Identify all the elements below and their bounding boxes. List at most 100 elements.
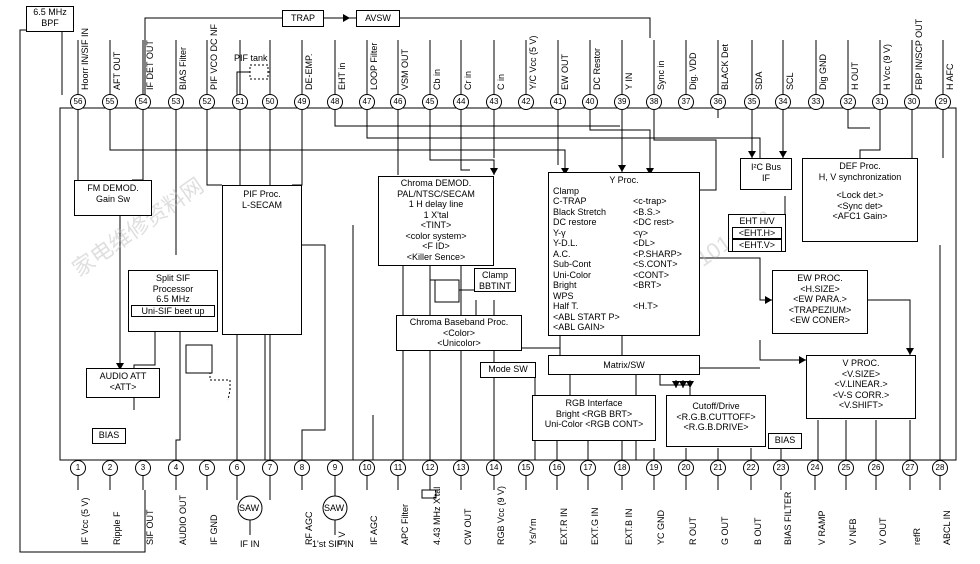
y-proc-control: <P.SHARP> xyxy=(633,248,682,259)
top-pin-40: 40 xyxy=(582,94,598,110)
top-pin-36: 36 xyxy=(710,94,726,110)
pif-proc-title: PIF Proc. xyxy=(243,189,281,199)
bottom-pin-label: APC Filter xyxy=(400,503,410,545)
ew-proc-line: EW PROC. xyxy=(797,273,843,283)
bias-block-left: BIAS xyxy=(92,428,126,444)
bottom-pin-label: ABCL IN xyxy=(942,510,952,545)
cutoff-drive-block: Cutoff/Drive <R.G.B.CUTTOFF> <R.G.B.DRIV… xyxy=(666,395,766,447)
top-pin-label: LOOP Filter xyxy=(369,42,379,90)
y-proc-control xyxy=(633,186,682,197)
bottom-pin-2: 2 xyxy=(102,460,118,476)
top-pin-label: Y/C Vcc (5 V) xyxy=(528,35,538,90)
clamp-block: Clamp BBTINT xyxy=(474,268,516,292)
trap-block: TRAP xyxy=(282,10,324,27)
top-pin-39: 39 xyxy=(614,94,630,110)
eht-title: EHT H/V xyxy=(739,216,775,226)
top-pin-label: SCL xyxy=(785,72,795,90)
bottom-pin-label: IF GND xyxy=(209,514,219,546)
bottom-pin-label: EXT.R IN xyxy=(559,507,569,545)
y-proc-function: Half T. xyxy=(553,301,579,311)
audio-att-sub: <ATT> xyxy=(109,381,137,392)
cutoff-title: Cutoff/Drive xyxy=(692,401,740,411)
top-pin-54: 54 xyxy=(135,94,151,110)
top-pin-label: C in xyxy=(496,73,506,90)
y-proc-control: <DL> xyxy=(633,238,656,248)
bottom-pin-label: AUDIO OUT xyxy=(178,494,188,545)
top-pin-51: 51 xyxy=(232,94,248,110)
ew-proc-line: <EW PARA.> xyxy=(793,294,847,304)
rgb-interface-title: RGB Interface xyxy=(565,398,623,408)
bottom-pin-6: 6 xyxy=(229,460,245,476)
y-proc-control: <CONT> xyxy=(633,269,670,280)
top-pin-38: 38 xyxy=(646,94,662,110)
bottom-pin-28: 28 xyxy=(932,460,948,476)
i2c-sub: IF xyxy=(762,172,770,183)
top-pin-34: 34 xyxy=(775,94,791,110)
def-proc-line: <Lock det.> xyxy=(836,190,884,200)
bottom-pin-label: RGB Vcc (9 V) xyxy=(496,485,506,545)
top-pin-43: 43 xyxy=(486,94,502,110)
top-pin-50: 50 xyxy=(262,94,278,110)
y-proc-function: Sub-Cont xyxy=(553,259,592,269)
y-proc-control: <B.S.> xyxy=(633,206,661,217)
if-in-label: IF IN xyxy=(240,539,260,549)
v-proc-line: <V-S CORR.> xyxy=(832,389,890,400)
bpf-label: BPF xyxy=(41,18,59,28)
top-pin-49: 49 xyxy=(294,94,310,110)
chroma-baseband-block: Chroma Baseband Proc. <Color> <Unicolor> xyxy=(396,315,522,351)
pif-proc-sub: L-SECAM xyxy=(241,199,282,210)
chroma-demod-line: <Killer Sence> xyxy=(406,251,466,262)
top-pin-label: BLACK Det xyxy=(720,43,730,90)
y-proc-function: Y-γ xyxy=(553,227,566,238)
y-proc-function: <ABL GAIN> xyxy=(553,322,605,332)
top-pin-label: DC Restor xyxy=(592,47,602,90)
top-pin-45: 45 xyxy=(422,94,438,110)
y-proc-function: Black Stretch xyxy=(553,206,607,217)
y-proc-control: <DC rest> xyxy=(633,217,675,227)
top-pin-label: PIF VCO DC NF xyxy=(209,23,219,90)
chroma-demod-line: <F ID> xyxy=(422,241,450,251)
bottom-pin-24: 24 xyxy=(807,460,823,476)
v-proc-block: V PROC. <V.SIZE> <V.LINEAR.> <V-S CORR.>… xyxy=(806,355,916,419)
def-proc-line: DEF Proc. xyxy=(839,161,881,171)
bottom-pin-26: 26 xyxy=(868,460,884,476)
bottom-pin-4: 4 xyxy=(168,460,184,476)
ic-outline xyxy=(59,107,957,461)
top-pin-53: 53 xyxy=(168,94,184,110)
bottom-pin-label: Ripple F xyxy=(112,511,122,545)
bottom-pin-label: SIF OUT xyxy=(145,509,155,546)
top-pin-label: AFT OUT xyxy=(112,51,122,90)
bottom-pin-22: 22 xyxy=(743,460,759,476)
top-pin-label: SDA xyxy=(754,71,764,90)
bottom-pin-13: 13 xyxy=(453,460,469,476)
fm-demod-block: FM DEMOD. Gain Sw xyxy=(74,180,152,216)
v-proc-line: <V.SIZE> xyxy=(841,368,881,379)
matrix-sw-block: Matrix/SW xyxy=(548,355,700,375)
y-proc-function: C-TRAP xyxy=(553,196,587,206)
eht-block: EHT H/V <EHT.H> <EHT.V> xyxy=(728,214,786,252)
bottom-pin-20: 20 xyxy=(678,460,694,476)
audio-att-title: AUDIO ATT xyxy=(99,371,147,381)
top-pin-label: BIAS Filter xyxy=(178,46,188,90)
chroma-demod-line: PAL/NTSC/SECAM xyxy=(397,188,475,199)
y-proc-function: DC restore xyxy=(553,217,597,227)
bottom-pin-3: 3 xyxy=(135,460,151,476)
bottom-pin-27: 27 xyxy=(902,460,918,476)
top-pin-label: FBP IN/SCP OUT xyxy=(914,18,924,90)
chroma-demod-line: 1 X'tal xyxy=(423,209,449,220)
y-proc-control: <γ> xyxy=(633,227,649,238)
chroma-baseband-line: <Unicolor> xyxy=(437,338,481,348)
bottom-pin-9: 9 xyxy=(327,460,343,476)
top-pin-37: 37 xyxy=(678,94,694,110)
chroma-demod-line: 1 H delay line xyxy=(408,199,464,209)
top-pin-label: H AFC xyxy=(945,63,955,90)
saw-filter-1: SAW xyxy=(239,503,260,513)
v-proc-line: <V.LINEAR.> xyxy=(834,379,888,389)
mode-sw-block: Mode SW xyxy=(480,362,536,378)
chroma-baseband-line: <Color> xyxy=(442,327,476,338)
split-sif-title: Split SIF xyxy=(155,273,190,283)
y-proc-control: <S.CONT> xyxy=(633,259,678,269)
split-sif-line4: Uni-SIF beet up xyxy=(131,304,215,317)
